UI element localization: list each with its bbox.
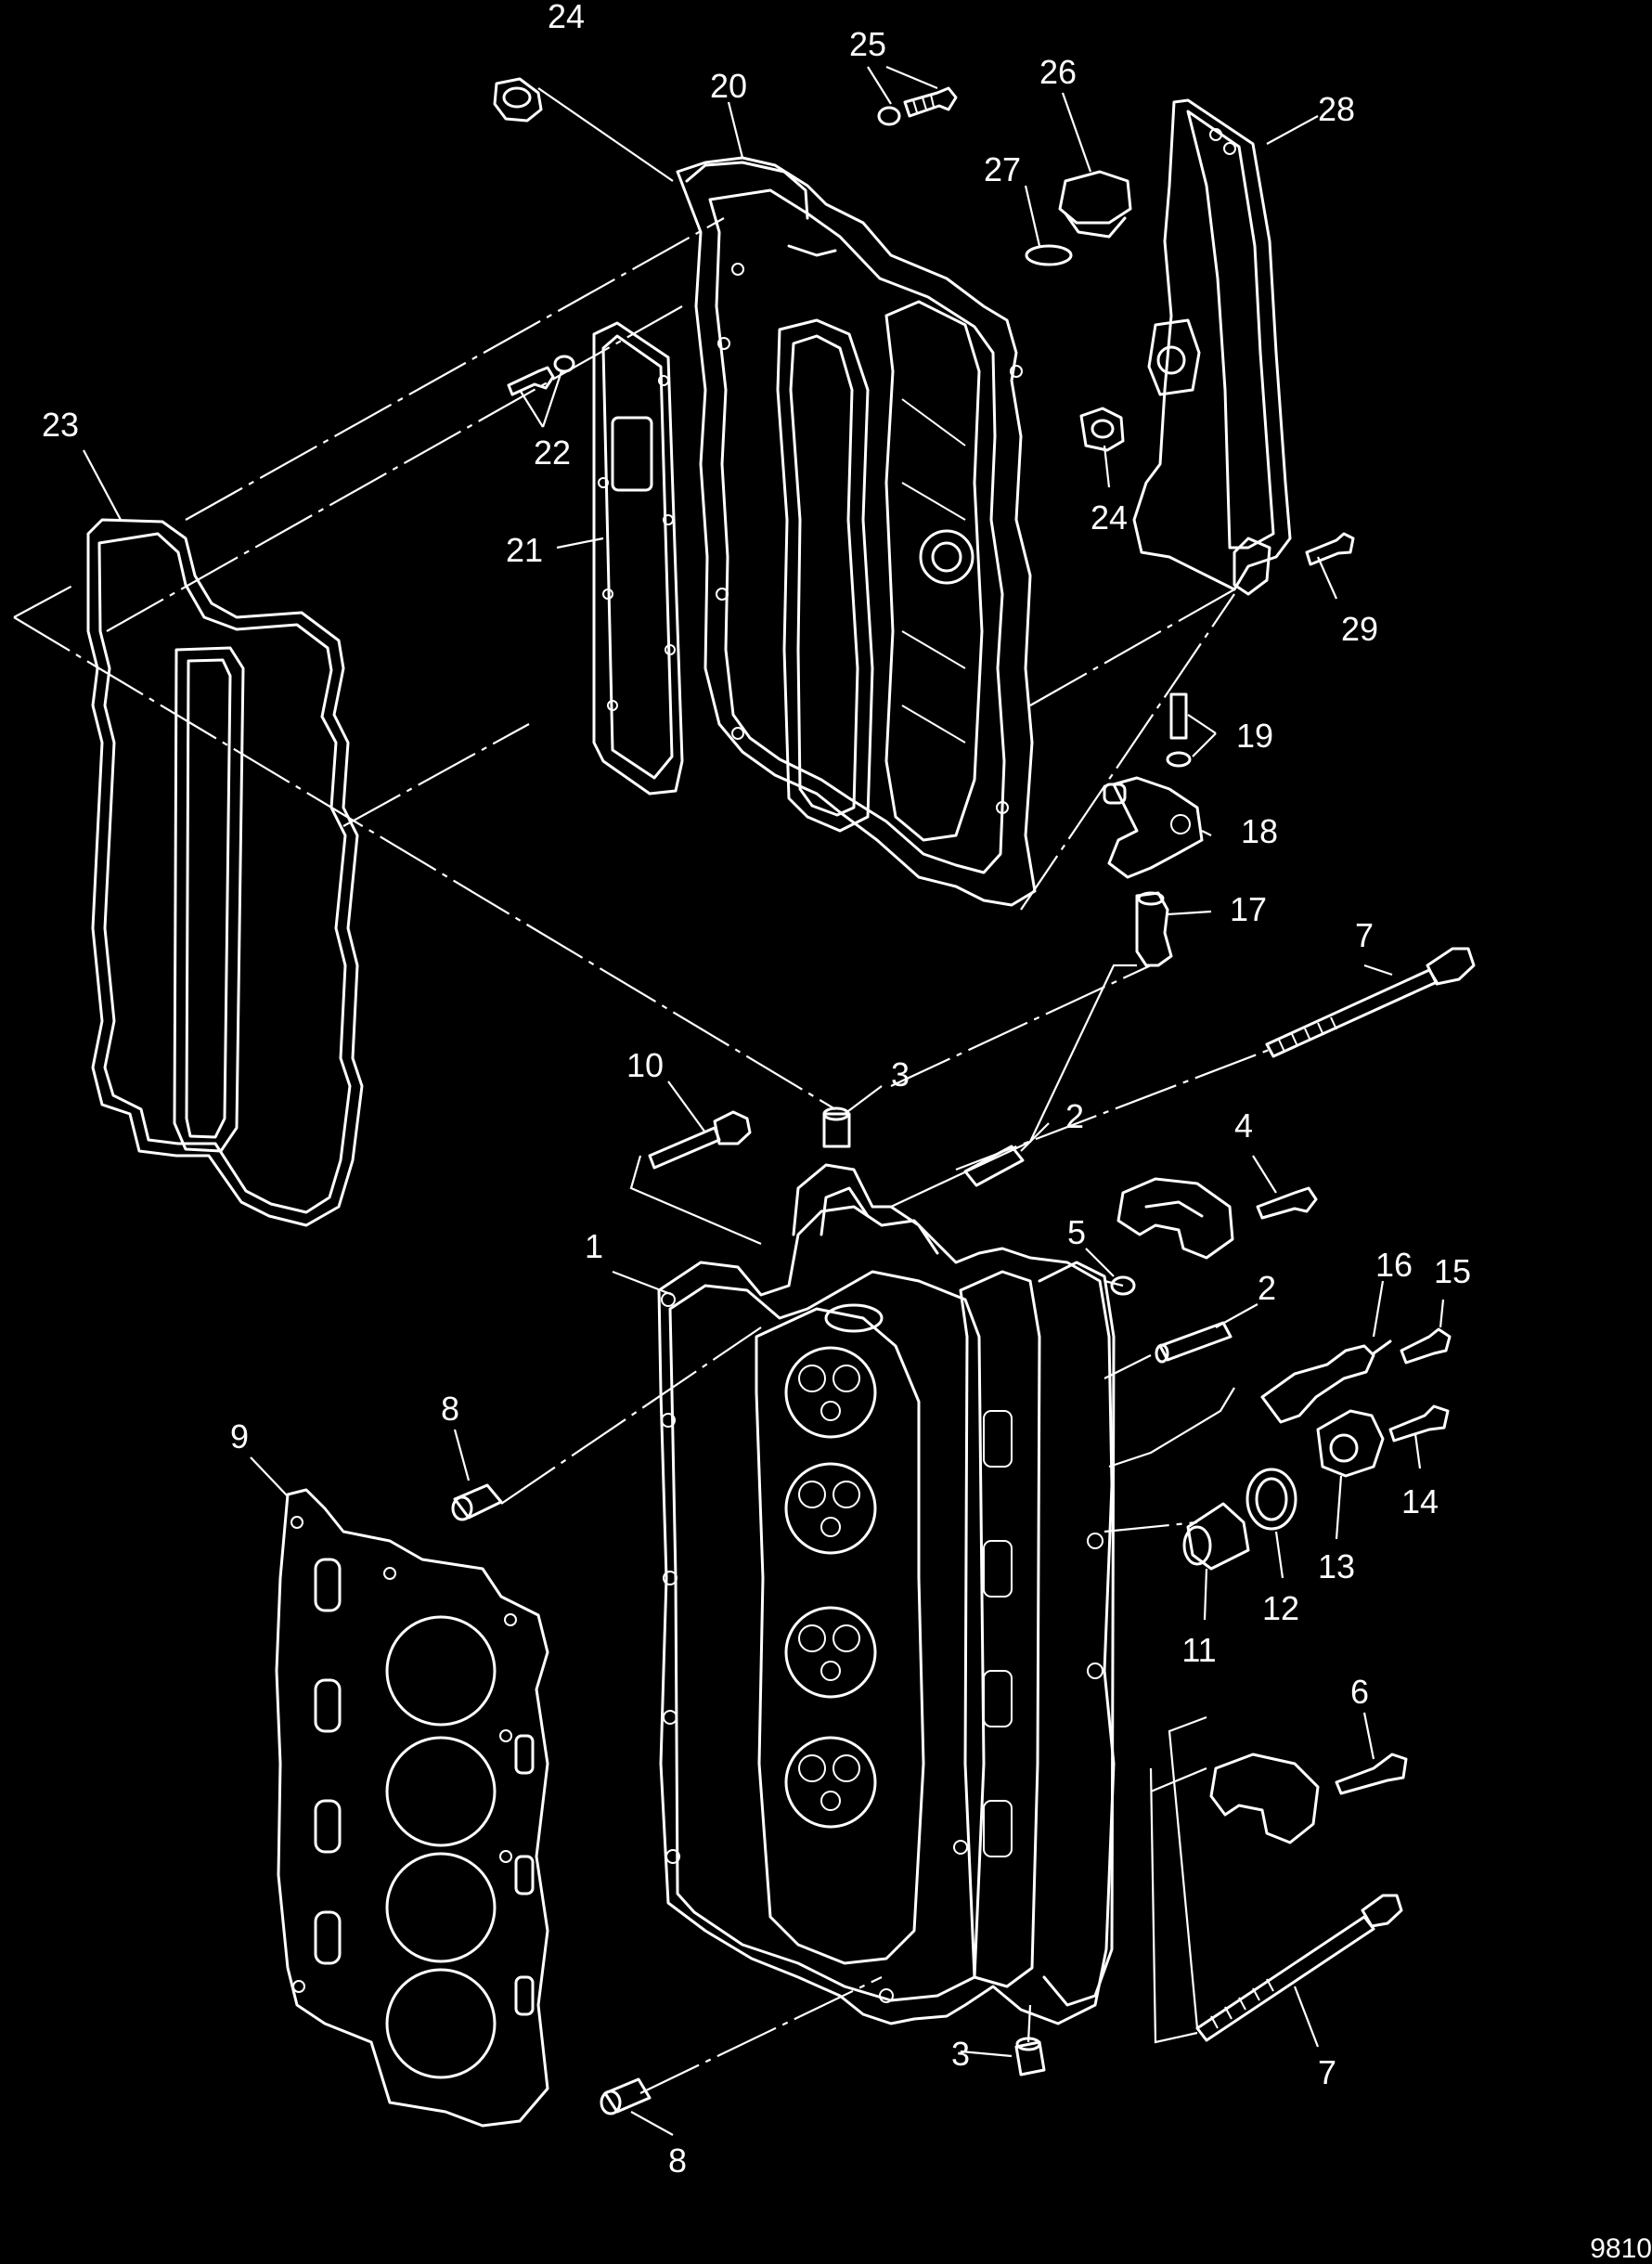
dowel-3-lower (1014, 2037, 1046, 2076)
callout-15: 15 (1434, 1252, 1471, 1290)
callout-5: 5 (1067, 1213, 1086, 1251)
callout-16: 16 (1375, 1246, 1413, 1284)
callout-17: 17 (1230, 890, 1267, 928)
bolt-25 (877, 86, 958, 126)
callout-11: 11 (1181, 1631, 1216, 1669)
o-ring-27 (1025, 244, 1073, 266)
callout-20: 20 (710, 67, 747, 105)
pin-2-lower (1155, 1321, 1233, 1364)
figure-id: 9810 (1590, 2233, 1652, 2264)
callout-9: 9 (230, 1417, 249, 1455)
callout-2-lower: 2 (1258, 1269, 1276, 1307)
cylinder-head-1 (657, 1163, 1116, 2025)
cover-28 (1132, 98, 1292, 596)
callout-24-top: 24 (548, 0, 585, 35)
plug-24-top (493, 77, 543, 123)
fitting-17 (1135, 891, 1173, 967)
dowel-5 (1110, 1275, 1136, 1296)
callout-13: 13 (1318, 1547, 1355, 1585)
callout-24-right: 24 (1091, 498, 1128, 537)
bolt-15 (1400, 1327, 1452, 1365)
cover-gasket-23 (86, 518, 364, 1227)
bolt-19 (1166, 692, 1192, 768)
long-bolt-7-upper (1265, 947, 1476, 1058)
callout-7-lower: 7 (1318, 2053, 1336, 2091)
callout-22: 22 (534, 433, 571, 472)
callout-21: 21 (506, 531, 543, 569)
callout-8-upper: 8 (441, 1390, 459, 1428)
bolt-10 (648, 1110, 752, 1170)
callout-8-lower: 8 (668, 2141, 687, 2180)
callout-26: 26 (1039, 53, 1077, 91)
bolt-4 (1256, 1186, 1318, 1220)
callout-labels: 24 20 25 26 27 28 22 21 23 24 29 19 18 1… (42, 0, 1471, 2180)
pin-2-upper (963, 1145, 1025, 1187)
alignment-lines (13, 217, 1272, 2094)
bolt-29 (1305, 532, 1355, 566)
callout-6: 6 (1350, 1673, 1369, 1711)
bearing-cap-lower (1209, 1753, 1320, 1844)
bolt-6 (1335, 1753, 1408, 1795)
dowel-3-upper (822, 1106, 851, 1148)
callout-14: 14 (1401, 1482, 1439, 1520)
dowel-8-lower (600, 2077, 652, 2115)
head-gasket-9 (275, 1488, 549, 2128)
callout-3-lower: 3 (951, 2035, 970, 2073)
bolt-22 (507, 355, 575, 396)
plug-24-right (1079, 407, 1125, 452)
callout-2-upper: 2 (1065, 1097, 1084, 1135)
plug-26 (1058, 170, 1132, 239)
callout-3-upper: 3 (891, 1055, 910, 1093)
long-bolt-7-lower (1195, 1894, 1403, 2042)
sensor-18 (1103, 776, 1204, 879)
bushing-11 (1182, 1502, 1250, 1571)
callout-10: 10 (626, 1046, 664, 1084)
bracket-13 (1316, 1409, 1385, 1478)
bearing-cap-upper (1116, 1177, 1234, 1260)
callout-18: 18 (1241, 812, 1278, 850)
exhaust-cover-20 (676, 156, 1037, 907)
callout-23: 23 (42, 406, 79, 444)
callout-7-upper: 7 (1355, 916, 1374, 954)
bolt-14 (1388, 1404, 1450, 1442)
callout-4: 4 (1234, 1106, 1253, 1145)
callout-28: 28 (1318, 90, 1355, 128)
callout-29: 29 (1341, 610, 1378, 648)
callout-leaders (83, 65, 1445, 2136)
callout-25: 25 (849, 25, 886, 63)
spark-plug-16 (1260, 1339, 1392, 1424)
seal-12 (1245, 1468, 1297, 1531)
dowel-8-upper (451, 1483, 503, 1521)
callout-12: 12 (1262, 1589, 1299, 1627)
cover-plate-21 (592, 321, 684, 796)
callout-27: 27 (984, 150, 1021, 188)
callout-1: 1 (585, 1227, 603, 1265)
callout-19: 19 (1236, 717, 1273, 755)
